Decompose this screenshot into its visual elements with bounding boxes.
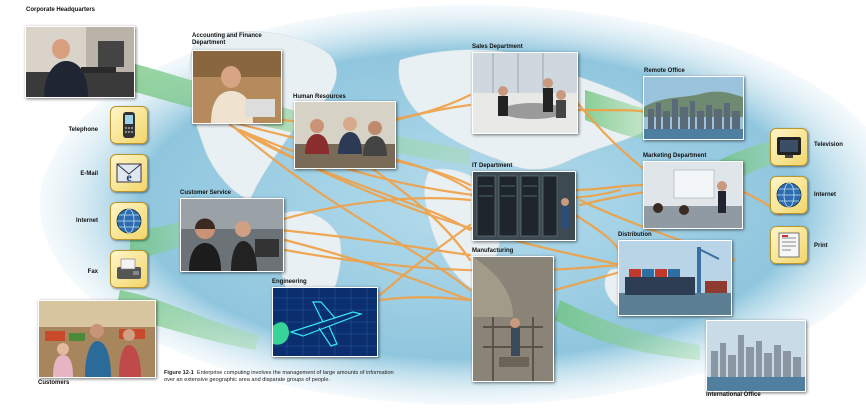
photo-marketing-department — [643, 161, 743, 229]
photo-accounting-finance — [192, 50, 282, 124]
photo-human-resources — [294, 101, 396, 169]
telephone-icon — [110, 106, 148, 144]
fax-icon — [110, 250, 148, 288]
label-fax: Fax — [87, 269, 98, 275]
label-internet-right: Internet — [814, 192, 837, 198]
photo-engineering — [272, 287, 378, 357]
label-international-office: International Office — [706, 392, 761, 398]
label-it-department: IT Department — [472, 163, 513, 169]
photo-sales-department — [472, 52, 578, 134]
label-internet-left: Internet — [75, 218, 98, 224]
globe-icon — [110, 202, 148, 240]
television-icon — [770, 128, 808, 166]
photo-manufacturing — [472, 256, 554, 382]
email-icon: e — [110, 154, 148, 192]
label-manufacturing: Manufacturing — [472, 248, 514, 254]
svg-text:e: e — [126, 170, 132, 184]
label-sales-department: Sales Department — [472, 44, 523, 50]
label-accounting-finance: Accounting and Finance Department — [192, 33, 262, 46]
photo-distribution — [618, 240, 732, 316]
label-customers: Customers — [38, 380, 70, 386]
label-customer-service: Customer Service — [180, 190, 232, 196]
photo-remote-office — [643, 76, 744, 140]
photo-international-office — [706, 320, 806, 392]
label-distribution: Distribution — [618, 232, 652, 238]
photo-corporate-headquarters — [25, 26, 135, 98]
photo-customers — [38, 300, 156, 378]
label-remote-office: Remote Office — [644, 68, 685, 74]
label-engineering: Engineering — [272, 279, 307, 285]
label-print: Print — [814, 243, 828, 249]
figure-number: Figure 12-1 — [164, 370, 194, 376]
label-human-resources: Human Resources — [293, 94, 346, 100]
photo-customer-service — [180, 198, 284, 272]
globe-icon-right — [770, 176, 808, 214]
print-icon — [770, 226, 808, 264]
photo-it-department — [472, 171, 576, 241]
label-television: Television — [814, 142, 843, 148]
label-corporate-headquarters: Corporate Headquarters — [26, 7, 96, 13]
label-email: E-Mail — [80, 171, 98, 177]
figure-caption-text: Enterprise computing involves the manage… — [164, 370, 394, 383]
label-marketing-department: Marketing Department — [643, 153, 707, 159]
label-telephone: Telephone — [68, 127, 98, 133]
